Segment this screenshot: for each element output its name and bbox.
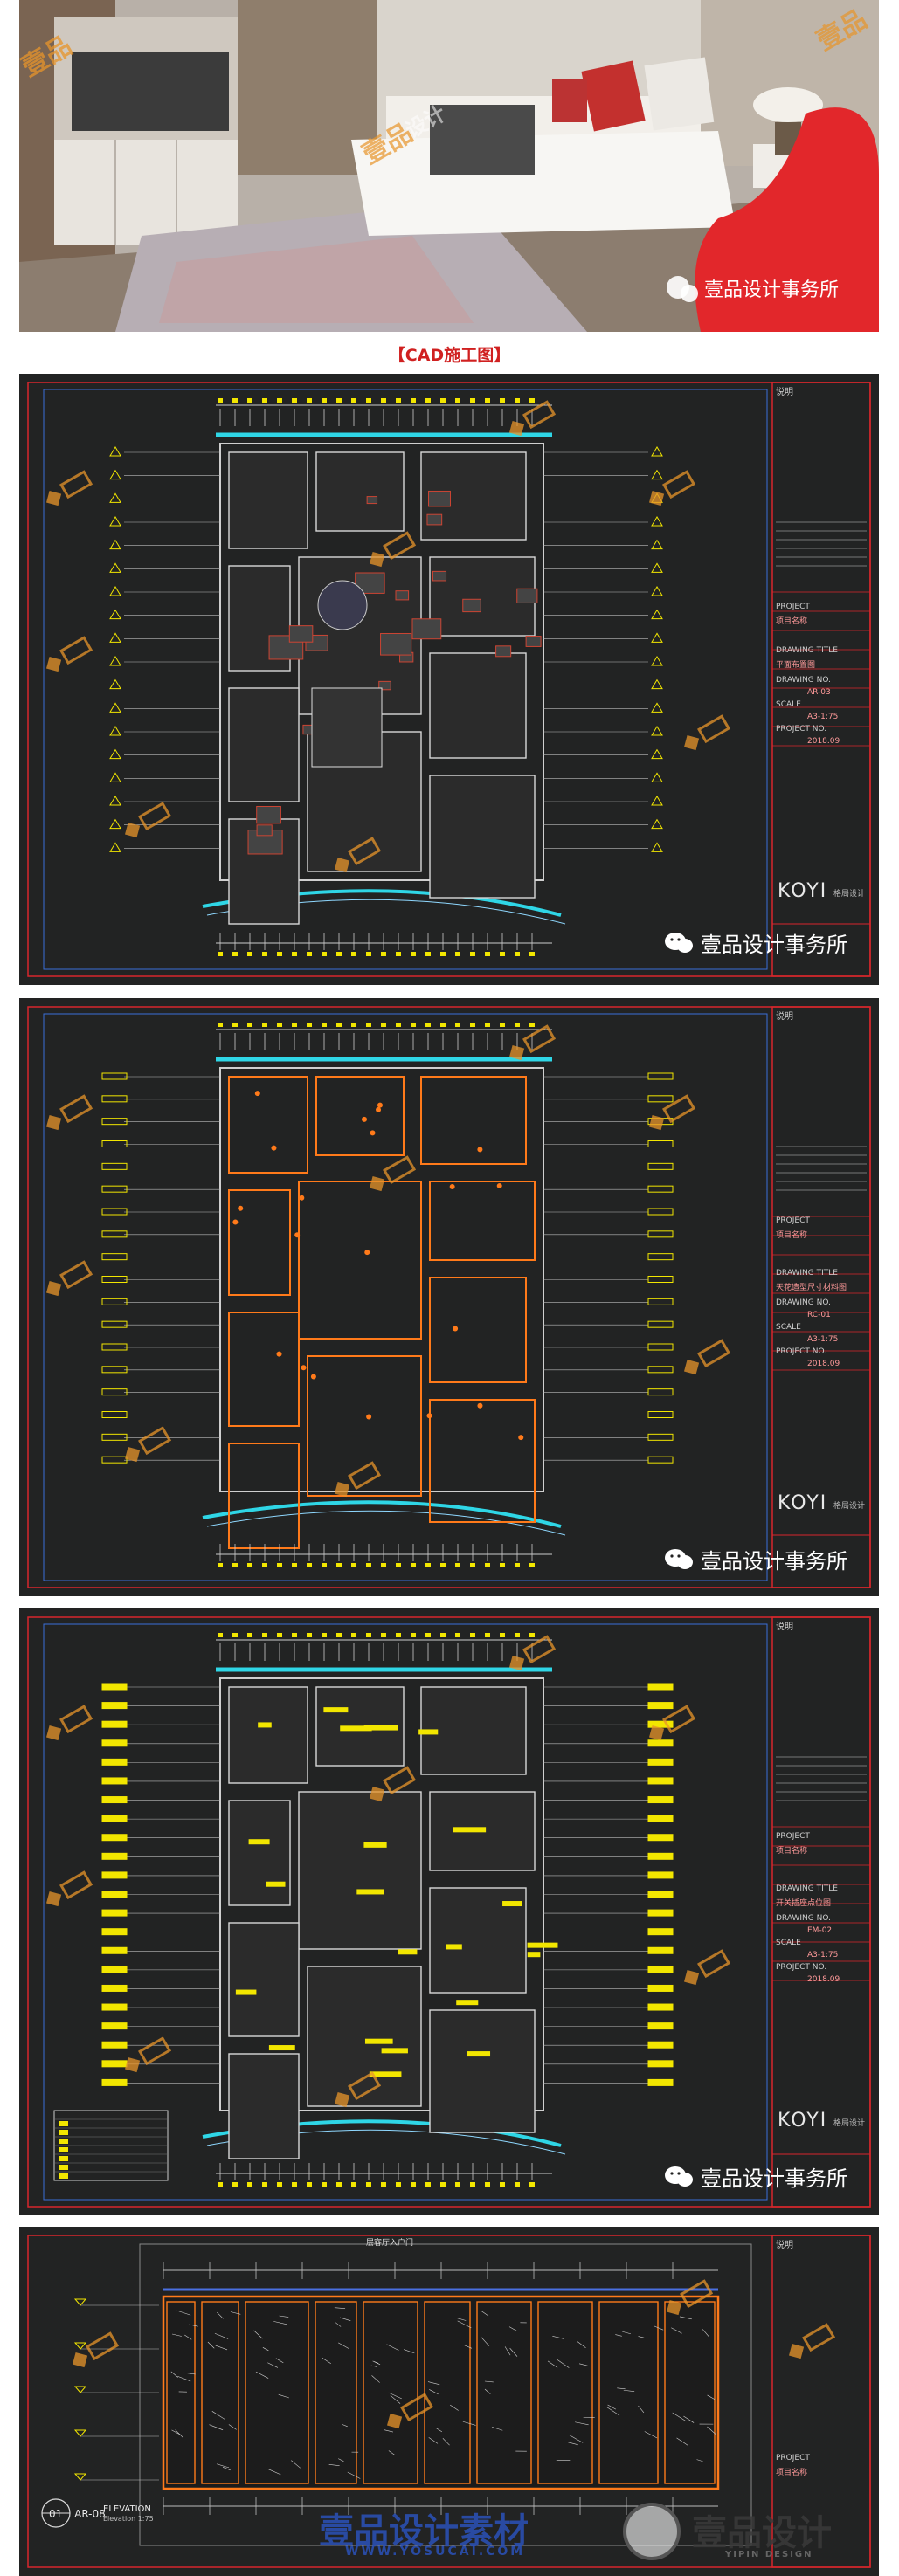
title-block-scale: A3-1:75 bbox=[807, 1335, 839, 1344]
title-block-notes: 说明 bbox=[776, 1012, 793, 1022]
electrical-plan-drawing bbox=[27, 1616, 871, 2208]
wechat-icon bbox=[664, 931, 694, 955]
title-block-drawing-no: RC-01 bbox=[807, 1311, 831, 1319]
title-block-project: 项目名称 bbox=[776, 2469, 808, 2477]
title-block-project-no-label: PROJECT NO. bbox=[776, 1347, 827, 1356]
title-block-scale-label: SCALE bbox=[776, 1939, 801, 1947]
wechat-icon bbox=[664, 1547, 694, 1572]
title-block-notes: 说明 bbox=[776, 388, 793, 397]
ceiling-plan-drawing bbox=[27, 1006, 871, 1588]
title-block: 说明 PROJECT 项目名称 DRAWING TITLE 天花造型尺寸材料图 … bbox=[772, 998, 868, 1596]
koyi-logo: KOYI bbox=[778, 880, 828, 902]
title-block-notes: 说明 bbox=[776, 2241, 793, 2250]
koyi-logo-sub: 格局设计 bbox=[833, 2119, 866, 2128]
title-block-project-no-label: PROJECT NO. bbox=[776, 1963, 827, 1972]
title-block-scale: A3-1:75 bbox=[807, 713, 839, 721]
title-block-project: 项目名称 bbox=[776, 617, 808, 626]
koyi-logo-sub: 格局设计 bbox=[833, 890, 866, 899]
title-block-date: 2018.09 bbox=[807, 737, 840, 746]
title-block-scale-label: SCALE bbox=[776, 1323, 801, 1332]
title-block-project: 项目名称 bbox=[776, 1231, 808, 1240]
title-block-drawing-no: AR-03 bbox=[807, 688, 831, 697]
title-block-drawing-title: 平面布置图 bbox=[776, 661, 816, 670]
wechat-watermark-badge: 壹品设计事务所 bbox=[664, 1544, 847, 1574]
elevation-ref: AR-08 bbox=[74, 2508, 106, 2520]
title-block-date: 2018.09 bbox=[807, 1975, 840, 1984]
yipin-logo-icon bbox=[623, 2503, 681, 2560]
wechat-watermark-label: 壹品设计事务所 bbox=[701, 1549, 847, 1574]
cad-panel-floor-plan bbox=[19, 374, 879, 985]
title-block-scale: A3-1:75 bbox=[807, 1951, 839, 1960]
title-block-project-label: PROJECT bbox=[776, 1216, 810, 1225]
title-block-project-label: PROJECT bbox=[776, 2454, 810, 2462]
bedroom-photo: 壹品设计事务所 壹品 壹品 设计 壹品 bbox=[19, 0, 879, 332]
title-block-project-label: PROJECT bbox=[776, 1832, 810, 1841]
title-block-project: 项目名称 bbox=[776, 1847, 808, 1856]
title-block-drawing-title-label: DRAWING TITLE bbox=[776, 1269, 838, 1278]
wechat-watermark-label: 壹品设计事务所 bbox=[701, 2166, 847, 2191]
title-block-drawing-no-label: DRAWING NO. bbox=[776, 1914, 831, 1923]
koyi-logo-sub: 格局设计 bbox=[833, 1502, 866, 1511]
title-block-drawing-no: EM-02 bbox=[807, 1926, 833, 1935]
title-block: 说明 PROJECT 项目名称 DRAWING TITLE 开关插座点位图 DR… bbox=[772, 1608, 868, 2215]
elevation-number: 01 bbox=[49, 2508, 63, 2520]
title-block-project-no-label: PROJECT NO. bbox=[776, 725, 827, 734]
title-block-project-label: PROJECT bbox=[776, 603, 810, 611]
section-caption: 【CAD施工图】 bbox=[388, 346, 511, 365]
elevation-top-note: 一层客厅入户门 bbox=[358, 2239, 414, 2248]
photo-watermark-label: 壹品设计事务所 bbox=[704, 279, 840, 301]
title-block-drawing-title-label: DRAWING TITLE bbox=[776, 1884, 838, 1893]
title-block-notes: 说明 bbox=[776, 1622, 793, 1632]
wechat-watermark bbox=[667, 276, 698, 302]
footer-brand-url: WWW.YOSUCAI.COM bbox=[345, 2545, 526, 2559]
elevation-drawing bbox=[27, 2235, 871, 2568]
koyi-logo: KOYI bbox=[778, 2110, 828, 2132]
elevation-tag: 01 AR-08 bbox=[49, 2508, 106, 2520]
title-block: 说明 PROJECT 项目名称 bbox=[772, 2227, 868, 2576]
cad-panel-elevation bbox=[19, 2227, 879, 2576]
wechat-watermark-badge: 壹品设计事务所 bbox=[664, 927, 847, 958]
footer-logo-text: 壹品设计 bbox=[692, 2513, 832, 2553]
title-block-drawing-title: 天花造型尺寸材料图 bbox=[776, 1284, 847, 1292]
cad-panel-electrical-plan bbox=[19, 1608, 879, 2215]
title-block-drawing-no-label: DRAWING NO. bbox=[776, 676, 831, 685]
koyi-logo: KOYI bbox=[778, 1492, 828, 1514]
title-block: 说明 PROJECT 项目名称 DRAWING TITLE 平面布置图 DRAW… bbox=[772, 374, 868, 985]
title-block-scale-label: SCALE bbox=[776, 700, 801, 709]
wechat-watermark-badge: 壹品设计事务所 bbox=[664, 2161, 847, 2192]
title-block-drawing-title: 开关插座点位图 bbox=[776, 1899, 832, 1908]
title-block-drawing-no-label: DRAWING NO. bbox=[776, 1298, 831, 1307]
wechat-watermark-label: 壹品设计事务所 bbox=[701, 933, 847, 957]
footer-logo-sub: YIPIN DESIGN bbox=[725, 2550, 813, 2559]
elevation-scale: Elevation 1:75 bbox=[103, 2515, 154, 2523]
elevation-label: ELEVATION bbox=[103, 2504, 151, 2514]
cad-panel-ceiling-plan bbox=[19, 998, 879, 1596]
title-block-drawing-title-label: DRAWING TITLE bbox=[776, 646, 838, 655]
floor-plan-drawing bbox=[27, 382, 871, 977]
bedroom-render bbox=[19, 0, 879, 332]
wechat-icon bbox=[664, 2165, 694, 2189]
title-block-date: 2018.09 bbox=[807, 1360, 840, 1368]
footer-brand-big: 壹品设计素材 bbox=[319, 2511, 529, 2552]
